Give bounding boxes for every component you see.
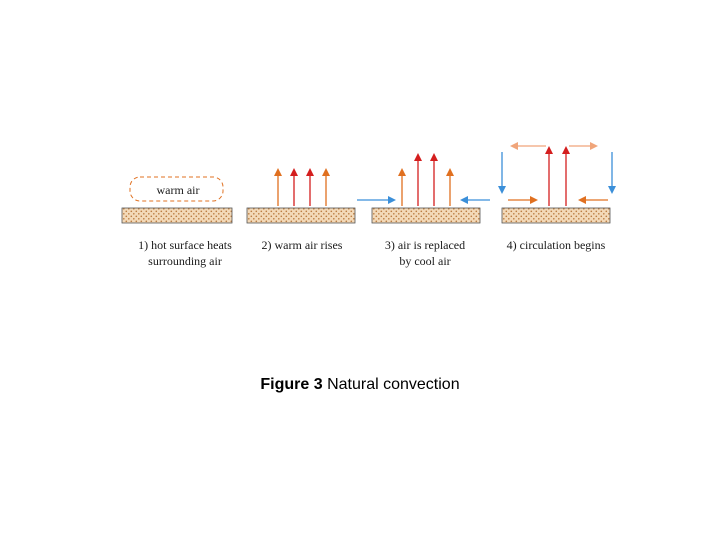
panel-1-label-line2: surrounding air [148, 254, 222, 268]
panel-1: warm air 1) hot surface heats surroundin… [121, 176, 233, 268]
panel-2-label-line1: 2) warm air rises [262, 238, 343, 252]
hot-surface-2 [246, 207, 356, 224]
panel-1-label-line1: 1) hot surface heats [138, 238, 232, 252]
figure-caption-label: Figure 3 [260, 376, 323, 393]
panel-3-label-line2: by cool air [399, 254, 450, 268]
panel-3: 3) air is replaced by cool air [357, 153, 490, 268]
panel-2: 2) warm air rises [246, 168, 356, 252]
panel-4-label-line1: 4) circulation begins [507, 238, 606, 252]
panel-3-label-line1: 3) air is replaced [385, 238, 465, 252]
figure-caption: Figure 3 Natural convection [0, 376, 720, 394]
warm-air-label: warm air [157, 183, 200, 197]
panel-4: 4) circulation begins [498, 142, 616, 252]
hot-surface-1 [121, 207, 233, 224]
hot-surface-4 [501, 207, 611, 224]
figure-caption-text: Natural convection [327, 376, 460, 393]
warm-air-bubble [129, 176, 224, 202]
hot-surface-3 [371, 207, 481, 224]
